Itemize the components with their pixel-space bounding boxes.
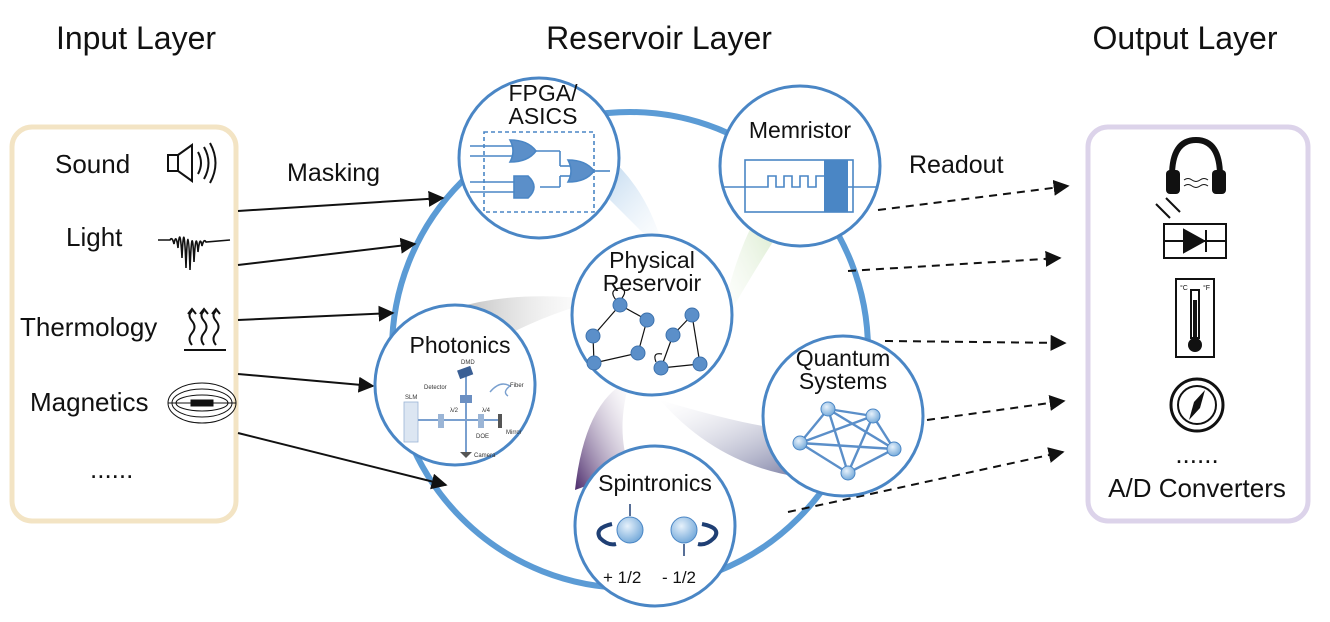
spin-icons [596, 504, 719, 556]
center-label-line1: Physical [609, 247, 695, 273]
input-layer-title: Input Layer [56, 20, 216, 56]
photonics-node: Photonics DMD Detector Fiber SLM λ/2 λ/4… [373, 303, 537, 467]
reservoir-layer-title: Reservoir Layer [546, 20, 772, 56]
readout-label: Readout [909, 151, 1004, 179]
fpga-label-line1: FPGA/ [508, 80, 578, 106]
heat-icon [184, 307, 226, 351]
qubit-icons [792, 401, 902, 481]
compass-icon [1169, 377, 1225, 433]
readout-arrows [787, 179, 1070, 513]
ad-converters-label: A/D Converters [1108, 473, 1286, 503]
input-item-sound: Sound [55, 149, 130, 179]
part-fiber: Fiber [510, 383, 524, 389]
memristor-label: Memristor [749, 117, 852, 143]
reservoir-nodes [585, 297, 708, 376]
photodiode-icon [1155, 197, 1227, 259]
quantum-label-line1: Quantum [796, 345, 891, 371]
input-item-thermology: Thermology [20, 312, 157, 342]
physical-reservoir-node: Physical Reservoir [570, 233, 734, 397]
part-detector: Detector [424, 385, 447, 391]
thermo-celsius: °C [1180, 284, 1188, 292]
center-label-line2: Reservoir [603, 270, 702, 296]
photonics-label: Photonics [409, 332, 510, 358]
part-dmd: DMD [461, 360, 475, 366]
input-item-magnetics: Magnetics [30, 387, 149, 417]
part-camera: Camera [474, 453, 496, 459]
input-item-more: ...... [90, 454, 133, 484]
input-layer-panel [9, 124, 239, 524]
headphones-icon [1166, 136, 1226, 194]
part-doe: DOE [476, 434, 489, 440]
quantum-systems-node: Quantum Systems [761, 334, 925, 498]
part-mirror: Mirror [506, 430, 522, 436]
spintronics-node: Spintronics + 1/2 - 1/2 [573, 444, 737, 608]
memristor-node: Memristor [718, 84, 882, 248]
input-item-light: Light [66, 222, 123, 252]
spin-down-label: - 1/2 [662, 568, 696, 587]
quantum-label-line2: Systems [799, 368, 887, 394]
fpga-label-line2: ASICS [508, 103, 577, 129]
logic-gates-icon [470, 131, 610, 213]
magnet-field-icon [167, 382, 237, 424]
speaker-icon [167, 142, 217, 184]
masking-label: Masking [287, 159, 380, 187]
part-quarter-wave: λ/4 [482, 408, 491, 414]
fpga-asics-node: FPGA/ ASICS [457, 76, 621, 240]
spintronics-label: Spintronics [598, 470, 712, 496]
thermo-fahrenheit: °F [1203, 284, 1210, 292]
thermometer-icon: °C °F [1175, 278, 1215, 358]
output-more: ...... [1175, 439, 1218, 469]
part-half-wave: λ/2 [450, 408, 459, 414]
output-layer-title: Output Layer [1093, 20, 1278, 56]
wave-icon [158, 236, 231, 271]
part-slm: SLM [405, 395, 417, 401]
optical-setup-icon: DMD Detector Fiber SLM λ/2 λ/4 Mirror DO… [403, 360, 524, 459]
masking-arrows [237, 190, 448, 490]
spin-up-label: + 1/2 [603, 568, 641, 587]
memristor-icon [722, 159, 878, 213]
